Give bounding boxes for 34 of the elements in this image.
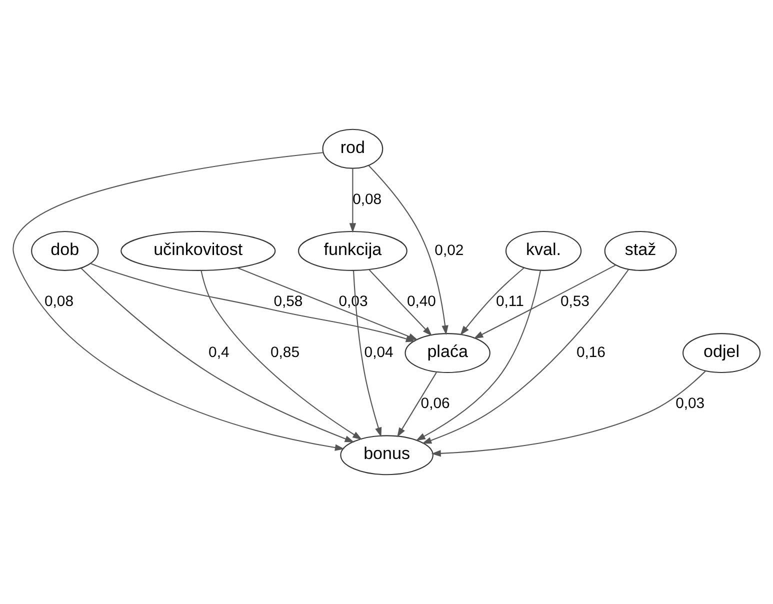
arrow [353,270,382,438]
edge-label: 0,85 [270,344,300,361]
edge-label: 0,04 [364,344,394,361]
node-ellipse: kval. [505,230,582,271]
edge-label: 0,08 [44,292,74,310]
arrow [460,268,524,336]
edge-label: 0,11 [496,292,524,310]
node-ellipse: učinkovitost [120,230,276,271]
edge-label: 0,02 [434,242,464,259]
node-ellipse: odjel [682,333,761,374]
arrow [80,268,354,442]
node-ellipse: dob [31,230,99,271]
edge-label: 0,06 [420,395,450,412]
edge-label: 0,08 [352,190,382,208]
arrow [349,168,356,233]
arrow [431,370,706,457]
edge-label: 0,58 [274,292,303,310]
arrow [368,269,432,336]
arrow [12,152,345,451]
edge-label: 0,4 [208,344,230,361]
node-ellipse: funkcija [298,230,408,271]
arrow [397,372,437,438]
edge-label: 0,16 [576,344,606,361]
arrow [200,270,362,440]
node-ellipse: rod [322,128,384,169]
arrow [368,165,448,336]
edge-label: 0,53 [560,292,590,310]
arrow [237,267,418,340]
node-ellipse: staž [604,230,677,271]
edge-label: 0,03 [676,395,705,412]
arrow [422,269,629,444]
arrow [474,264,616,339]
edge-label: 0,40 [406,292,436,310]
arrow [416,270,541,441]
